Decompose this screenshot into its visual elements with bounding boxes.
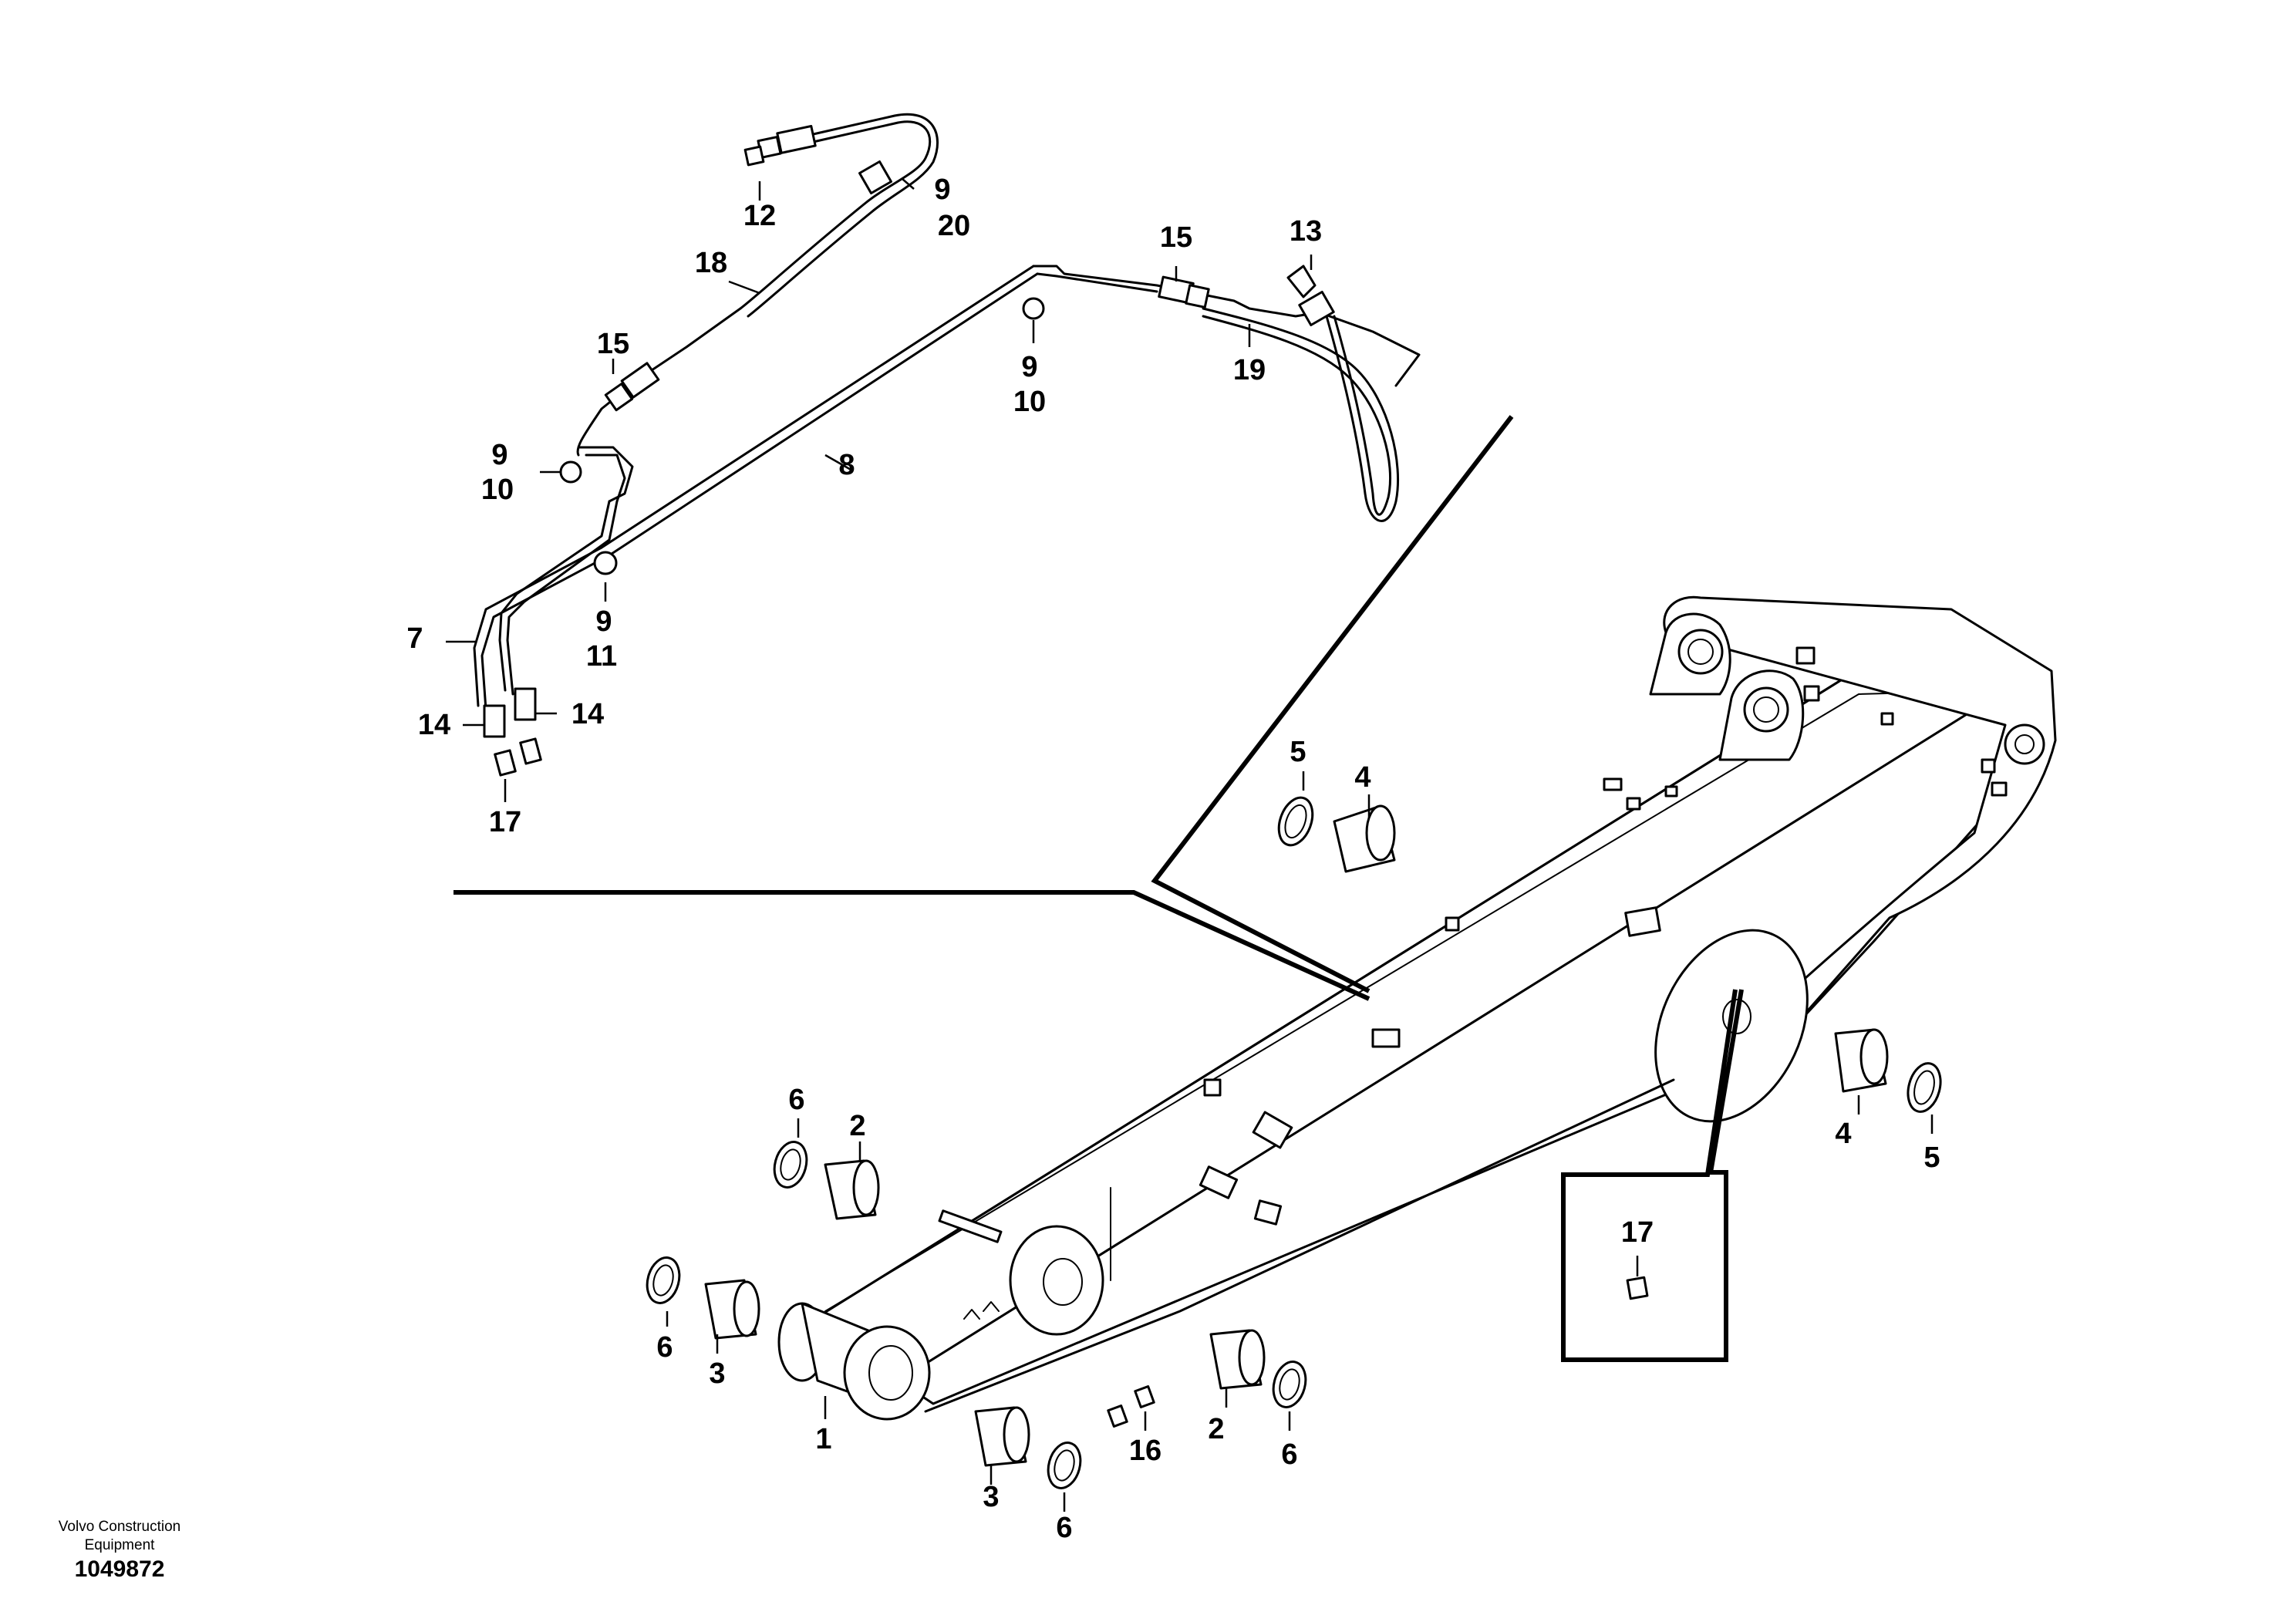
callout-5: 5 (1290, 736, 1306, 768)
callout-9: 9 (934, 174, 950, 206)
callout-7: 7 (406, 622, 423, 655)
callout-17: 17 (489, 806, 521, 838)
callout-14: 14 (571, 698, 604, 730)
callout-10: 10 (481, 474, 514, 506)
boom-structure (777, 595, 2057, 1421)
company-name: Volvo Construction Equipment (58, 1519, 181, 1553)
callout-4: 4 (1835, 1118, 1851, 1150)
callout-2: 2 (1208, 1413, 1224, 1445)
callout-5: 5 (1923, 1141, 1940, 1174)
callout-3: 3 (709, 1357, 725, 1390)
callout-9: 9 (491, 439, 507, 471)
callout-6: 6 (1056, 1512, 1072, 1544)
leader-lines (446, 178, 1934, 1512)
callout-15: 15 (597, 328, 629, 360)
callout-9: 9 (595, 605, 612, 638)
callout-19: 19 (1233, 354, 1266, 386)
callout-12: 12 (743, 200, 776, 232)
guide-lines (453, 415, 1744, 1362)
callout-16: 16 (1129, 1435, 1161, 1467)
bushings-and-seals (646, 796, 1942, 1489)
callout-6: 6 (656, 1331, 673, 1364)
callout-2: 2 (849, 1110, 865, 1142)
callout-15: 15 (1160, 221, 1192, 254)
callout-14: 14 (418, 709, 450, 741)
callout-4: 4 (1354, 761, 1371, 794)
callout-20: 20 (938, 210, 970, 242)
callout-1: 1 (815, 1423, 831, 1455)
hydraulic-lines (473, 113, 1421, 777)
callout-6: 6 (1281, 1438, 1297, 1471)
callout-17: 17 (1621, 1216, 1654, 1249)
callout-13: 13 (1290, 215, 1322, 248)
callouts: 1 2 2 3 3 4 4 5 5 6 6 6 6 7 8 9 9 9 9 10… (406, 174, 1940, 1544)
callout-3: 3 (983, 1481, 999, 1513)
callout-11: 11 (586, 640, 617, 673)
callout-6: 6 (788, 1084, 804, 1116)
callout-8: 8 (838, 449, 855, 481)
callout-9: 9 (1021, 351, 1037, 383)
callout-10: 10 (1013, 386, 1046, 418)
drawing-number: 1049872 (74, 1556, 165, 1582)
callout-18: 18 (695, 247, 727, 279)
